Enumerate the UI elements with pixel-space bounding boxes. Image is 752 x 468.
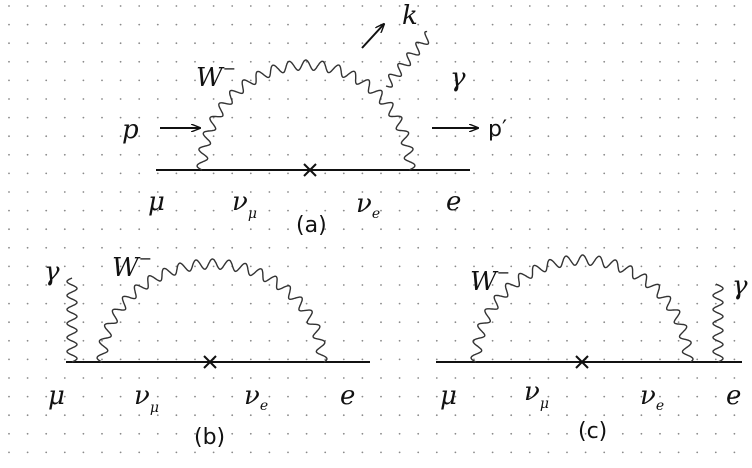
muon-neutrino-label-c: νμ (524, 377, 549, 412)
electron-neutrino-label-c: νe (640, 381, 664, 414)
w-boson-propagator-a (196, 59, 416, 171)
photon-label-b: γ (44, 257, 60, 287)
photon-line-c (712, 283, 724, 363)
vertex-cross-b (203, 355, 217, 369)
diagram-c: W− γ μ νμ νe e (c) (436, 254, 748, 444)
electron-label-b: e (340, 381, 355, 411)
electron-label-a: e (446, 187, 461, 217)
outgoing-momentum-label-a: p′ (488, 117, 507, 142)
photon-momentum-label-a: k (402, 1, 418, 31)
muon-neutrino-label-a: νμ (232, 187, 257, 222)
electron-neutrino-label-a: νe (356, 189, 380, 222)
w-boson-label-a: W− (196, 59, 236, 93)
diagram-b: W− γ μ νμ νe e (b) (44, 249, 370, 450)
caption-c: (c) (578, 419, 607, 444)
muon-label-a: μ (148, 187, 165, 217)
photon-line-a (385, 30, 430, 88)
photon-label-a: γ (450, 63, 466, 93)
photon-label-c: γ (732, 271, 748, 301)
w-boson-label-b: W− (112, 249, 152, 283)
electron-label-c: e (726, 381, 741, 411)
incoming-momentum-label-a: p (122, 115, 139, 145)
caption-b: (b) (194, 425, 225, 450)
dot-grid-background (8, 5, 736, 454)
muon-neutrino-label-b: νμ (134, 381, 159, 416)
photon-momentum-arrow-a (361, 24, 384, 49)
diagram-a: W− γ k p p′ μ νμ νe e (a) (122, 1, 507, 238)
electron-neutrino-label-b: νe (244, 381, 268, 414)
vertex-cross-a (303, 163, 317, 177)
w-boson-propagator-b (96, 258, 328, 363)
muon-label-b: μ (48, 381, 65, 411)
vertex-cross-c (575, 355, 589, 369)
w-boson-propagator-c (470, 254, 694, 363)
muon-label-c: μ (440, 381, 457, 411)
caption-a: (a) (296, 213, 327, 238)
photon-line-b (66, 277, 78, 363)
w-boson-label-c: W− (470, 263, 510, 297)
